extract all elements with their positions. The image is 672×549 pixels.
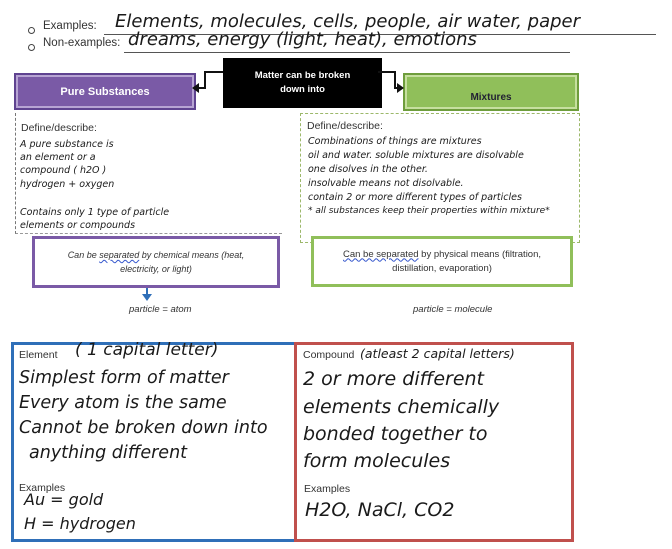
element-line-4: anything different xyxy=(29,443,188,463)
element-line-1: Simplest form of matter xyxy=(19,368,229,388)
chemical-sep-after: by chemical means (heat, xyxy=(139,250,245,260)
compound-line-4: form molecules xyxy=(303,450,451,472)
bullet-examples xyxy=(28,27,35,34)
mixtures-line-3: one disolves in the other. xyxy=(308,164,428,175)
pure-define-label: Define/describe: xyxy=(21,122,97,134)
compound-note: (atleast 2 capital letters) xyxy=(360,346,515,361)
compound-box xyxy=(294,342,574,542)
chemical-separation-box: Can be separated by chemical means (heat… xyxy=(32,236,280,288)
mixtures-line-4: insolvable means not disolvable. xyxy=(308,178,464,189)
element-line-3: Cannot be broken down into xyxy=(19,418,268,438)
element-box xyxy=(11,342,298,542)
pure-line-2: an element or a xyxy=(20,152,96,163)
pure-line-3: compound ( h2O ) xyxy=(20,165,107,176)
element-label: Element xyxy=(19,349,58,361)
matter-header: Matter can be broken down into xyxy=(223,58,382,108)
chemical-sep-before: Can be xyxy=(67,250,100,260)
particle-molecule: particle = molecule xyxy=(413,304,493,315)
mixtures-line-1: Combinations of things are mixtures xyxy=(308,136,482,147)
pure-line-1: A pure substance is xyxy=(20,139,114,150)
pure-define-box xyxy=(15,113,282,234)
arrow-left-head xyxy=(192,83,199,93)
compound-line-3: bonded together to xyxy=(303,423,488,445)
arrow-right-head xyxy=(397,83,404,93)
element-line-2: Every atom is the same xyxy=(19,393,227,413)
nonexamples-underline xyxy=(124,52,570,53)
mixtures-line-2: oil and water. soluble mixtures are diso… xyxy=(308,150,524,161)
element-example-2: H = hydrogen xyxy=(24,514,136,533)
compound-examples-label: Examples xyxy=(304,483,351,495)
element-example-1: Au = gold xyxy=(24,490,104,509)
nonexamples-text: dreams, energy (light, heat), emotions xyxy=(128,29,477,50)
examples-text: Elements, molecules, cells, people, air … xyxy=(115,11,581,32)
mixtures-define-label: Define/describe: xyxy=(307,120,383,132)
pure-substances-title: Pure Substances xyxy=(60,85,150,98)
blue-arrow-head xyxy=(142,294,152,301)
physical-sep-line-2: distillation, evaporation) xyxy=(392,262,492,274)
matter-line-2: down into xyxy=(280,84,325,95)
chemical-sep-underlined: separated xyxy=(99,250,140,260)
compound-line-2: elements chemically xyxy=(303,396,500,418)
compound-line-1: 2 or more different xyxy=(303,368,485,390)
compound-example-1: H2O, NaCl, CO2 xyxy=(305,499,455,521)
matter-line-1: Matter can be broken xyxy=(254,70,351,81)
bullet-nonexamples xyxy=(28,44,35,51)
chemical-sep-line-2: electricity, or light) xyxy=(120,264,192,274)
element-note: ( 1 capital letter) xyxy=(75,340,219,360)
physical-sep-after: by physical means (filtration, xyxy=(418,248,542,260)
pure-line-6: elements or compounds xyxy=(20,220,136,231)
compound-label: Compound xyxy=(303,349,355,361)
mixtures-title: Mixtures xyxy=(470,92,512,103)
nonexamples-label: Non-examples: xyxy=(43,37,121,49)
pure-line-5: Contains only 1 type of particle xyxy=(20,207,170,218)
physical-separation-box: Can be separated by physical means (filt… xyxy=(311,236,573,287)
element-examples-label: Examples xyxy=(19,482,66,494)
mixtures-line-6: * all substances keep their properties w… xyxy=(308,206,550,216)
particle-atom: particle = atom xyxy=(129,304,192,315)
pure-line-4: hydrogen + oxygen xyxy=(20,179,115,190)
mixtures-header: Mixtures xyxy=(403,73,579,111)
arrow-left-line xyxy=(196,71,223,89)
examples-underline xyxy=(104,34,656,35)
physical-sep-underlined: Can be separated xyxy=(342,248,419,260)
mixtures-line-5: contain 2 or more different types of par… xyxy=(308,192,522,203)
pure-substances-header: Pure Substances xyxy=(14,73,196,110)
examples-label: Examples: xyxy=(43,20,97,32)
